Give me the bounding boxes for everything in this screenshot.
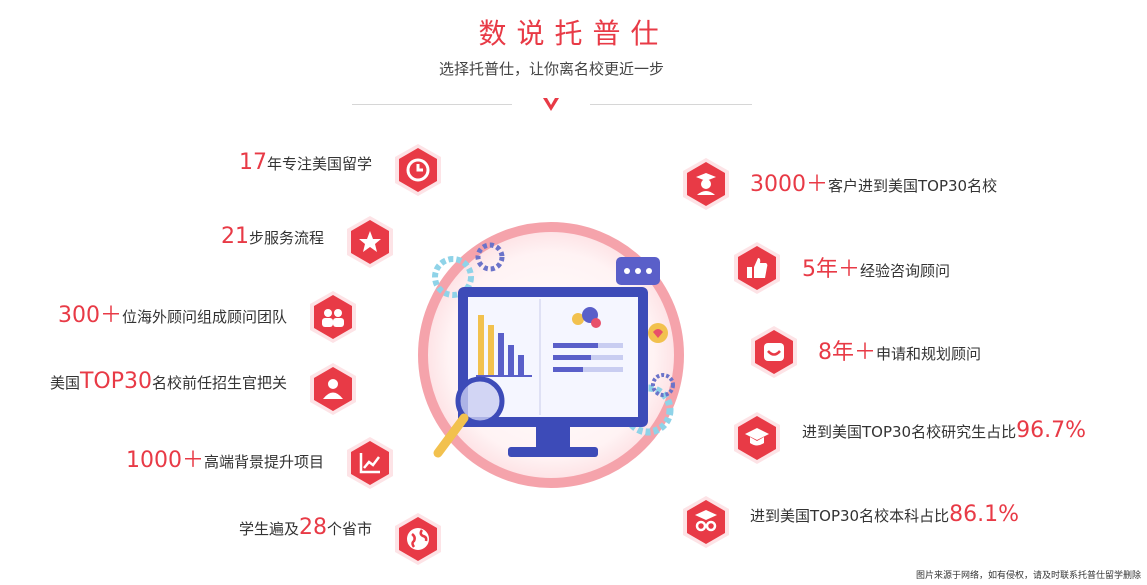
image-credit: 图片来源于网络，如有侵权，请及时联系托普仕留学删除 xyxy=(915,571,1141,581)
stat-num: 3000＋ xyxy=(750,172,828,197)
right-stat-item: 3000＋客户进到美国TOP30名校 xyxy=(750,166,997,198)
person-icon xyxy=(323,379,343,399)
stat-num: TOP30 xyxy=(79,369,152,394)
grad-cap-icon xyxy=(745,428,769,446)
left-stat-item: 美国TOP30名校前任招生官把关 xyxy=(50,369,287,394)
stat-pre: 进到美国TOP30名校研究生占比 xyxy=(802,423,1017,441)
growth-chart-icon-badge xyxy=(346,436,394,490)
person-icon-badge xyxy=(309,362,357,416)
graduate-icon xyxy=(696,173,716,195)
stat-text: 经验咨询顾问 xyxy=(860,262,951,280)
stat-text: 高端背景提升项目 xyxy=(203,453,324,471)
page-title: 数说托普仕 xyxy=(478,17,669,50)
computer-illustration xyxy=(418,222,684,488)
right-stat-item: 进到美国TOP30名校研究生占比96.7% xyxy=(802,418,1086,443)
stat-text: 个省市 xyxy=(326,520,372,538)
team-icon-badge xyxy=(309,290,357,344)
graduate-icon-badge xyxy=(682,157,730,211)
page-subtitle: 选择托普仕，让你离名校更近一步 xyxy=(438,60,664,78)
thumbs-up-icon xyxy=(747,258,768,278)
star-icon-badge xyxy=(346,215,394,269)
stat-num: 96.7% xyxy=(1016,418,1086,443)
stat-text: 客户进到美国TOP30名校 xyxy=(828,177,998,195)
stat-num: 28 xyxy=(298,515,327,540)
left-stat-item: 学生遍及28个省市 xyxy=(239,515,372,540)
scholar-icon-badge xyxy=(682,495,730,549)
left-stat-item: 1000＋高端背景提升项目 xyxy=(126,442,324,474)
stat-text: 名校前任招生官把关 xyxy=(151,374,287,392)
stat-pre: 学生遍及 xyxy=(238,520,299,538)
team-icon xyxy=(322,309,344,327)
smile-icon-badge xyxy=(750,325,798,379)
clock-icon xyxy=(406,158,430,182)
growth-chart-icon xyxy=(359,453,380,474)
stat-num: 300＋ xyxy=(57,303,122,328)
globe-icon xyxy=(407,528,429,550)
stat-text: 申请和规划顾问 xyxy=(876,345,982,363)
smile-icon xyxy=(764,343,784,361)
stat-num: 8年＋ xyxy=(818,340,876,365)
divider-left xyxy=(352,104,512,105)
stat-num: 17 xyxy=(238,150,267,175)
globe-icon-badge xyxy=(394,512,442,566)
thumbs-up-icon-badge xyxy=(733,241,781,295)
right-stat-item: 5年＋经验咨询顾问 xyxy=(802,251,950,283)
stat-num: 1000＋ xyxy=(125,448,204,473)
left-stat-item: 300＋位海外顾问组成顾问团队 xyxy=(58,297,287,329)
left-stat-item: 17年专注美国留学 xyxy=(239,150,372,175)
stat-text: 位海外顾问组成顾问团队 xyxy=(121,308,287,326)
star-icon xyxy=(359,231,381,252)
divider-right xyxy=(590,104,752,105)
stat-num: 21 xyxy=(220,224,249,249)
stat-num: 86.1% xyxy=(949,502,1019,527)
stat-text: 步服务流程 xyxy=(248,229,324,247)
right-stat-item: 8年＋申请和规划顾问 xyxy=(818,334,981,366)
right-stat-item: 进到美国TOP30名校本科占比86.1% xyxy=(750,502,1019,527)
stat-num: 5年＋ xyxy=(802,257,860,282)
stat-pre: 美国 xyxy=(49,374,80,392)
stat-text: 年专注美国留学 xyxy=(266,155,372,173)
left-stat-item: 21步服务流程 xyxy=(221,224,324,249)
chevron-down-icon xyxy=(543,98,559,111)
scholar-icon xyxy=(695,510,717,532)
grad-cap-icon-badge xyxy=(733,411,781,465)
stat-pre: 进到美国TOP30名校本科占比 xyxy=(750,507,950,525)
clock-icon-badge xyxy=(394,143,442,197)
